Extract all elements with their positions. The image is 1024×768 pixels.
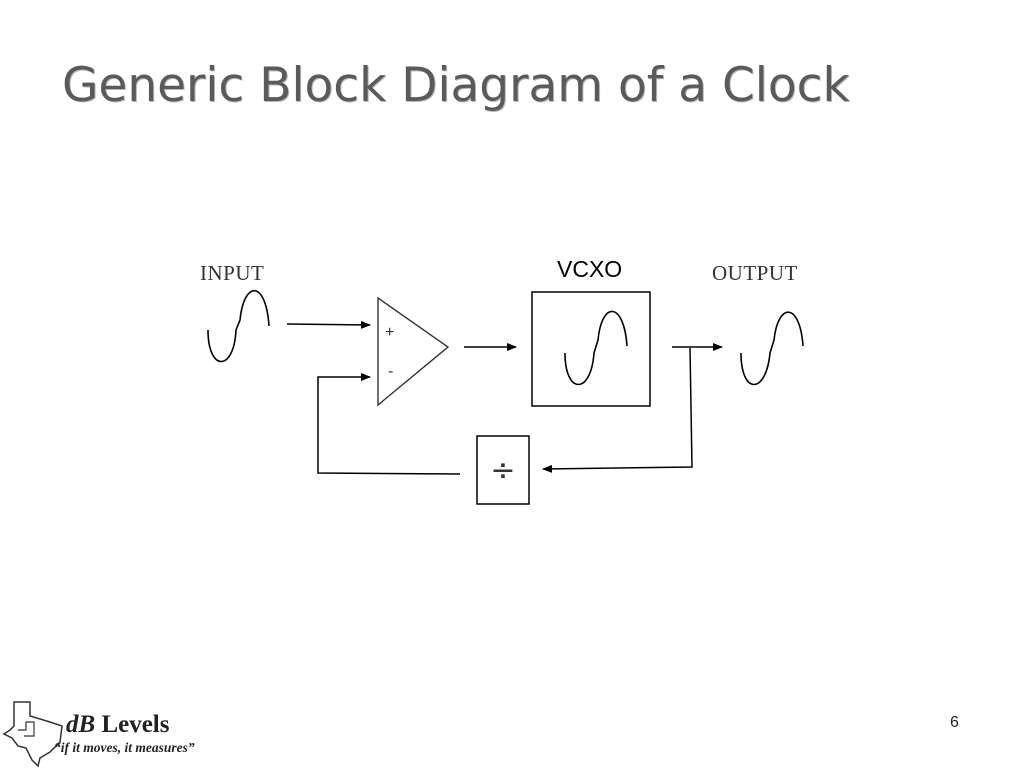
output-sine-wave — [740, 311, 804, 386]
logo-tagline: “if it moves, it measures” — [54, 740, 195, 755]
input-arrow — [286, 320, 371, 329]
texas-outline-icon — [2, 701, 63, 768]
comparator-triangle — [377, 296, 450, 407]
input-sine-wave — [207, 290, 270, 363]
page-title: Generic Block Diagram of a Clock — [62, 58, 850, 113]
logo-name: dB Levels — [66, 711, 170, 738]
feedback-tap-line — [542, 347, 693, 473]
divider-box — [476, 435, 530, 505]
vcxo-label: VCXO — [557, 256, 622, 282]
output-label: OUTPUT — [712, 261, 798, 285]
plus-sign: + — [385, 324, 394, 341]
feedback-return-line — [317, 373, 461, 475]
divide-symbol: ÷ — [490, 453, 515, 488]
vcxo-sine-wave — [564, 310, 628, 386]
minus-sign: - — [388, 363, 393, 380]
input-label: INPUT — [200, 261, 264, 285]
slide-number: 6 — [950, 714, 959, 731]
vcxo-box — [531, 291, 651, 407]
